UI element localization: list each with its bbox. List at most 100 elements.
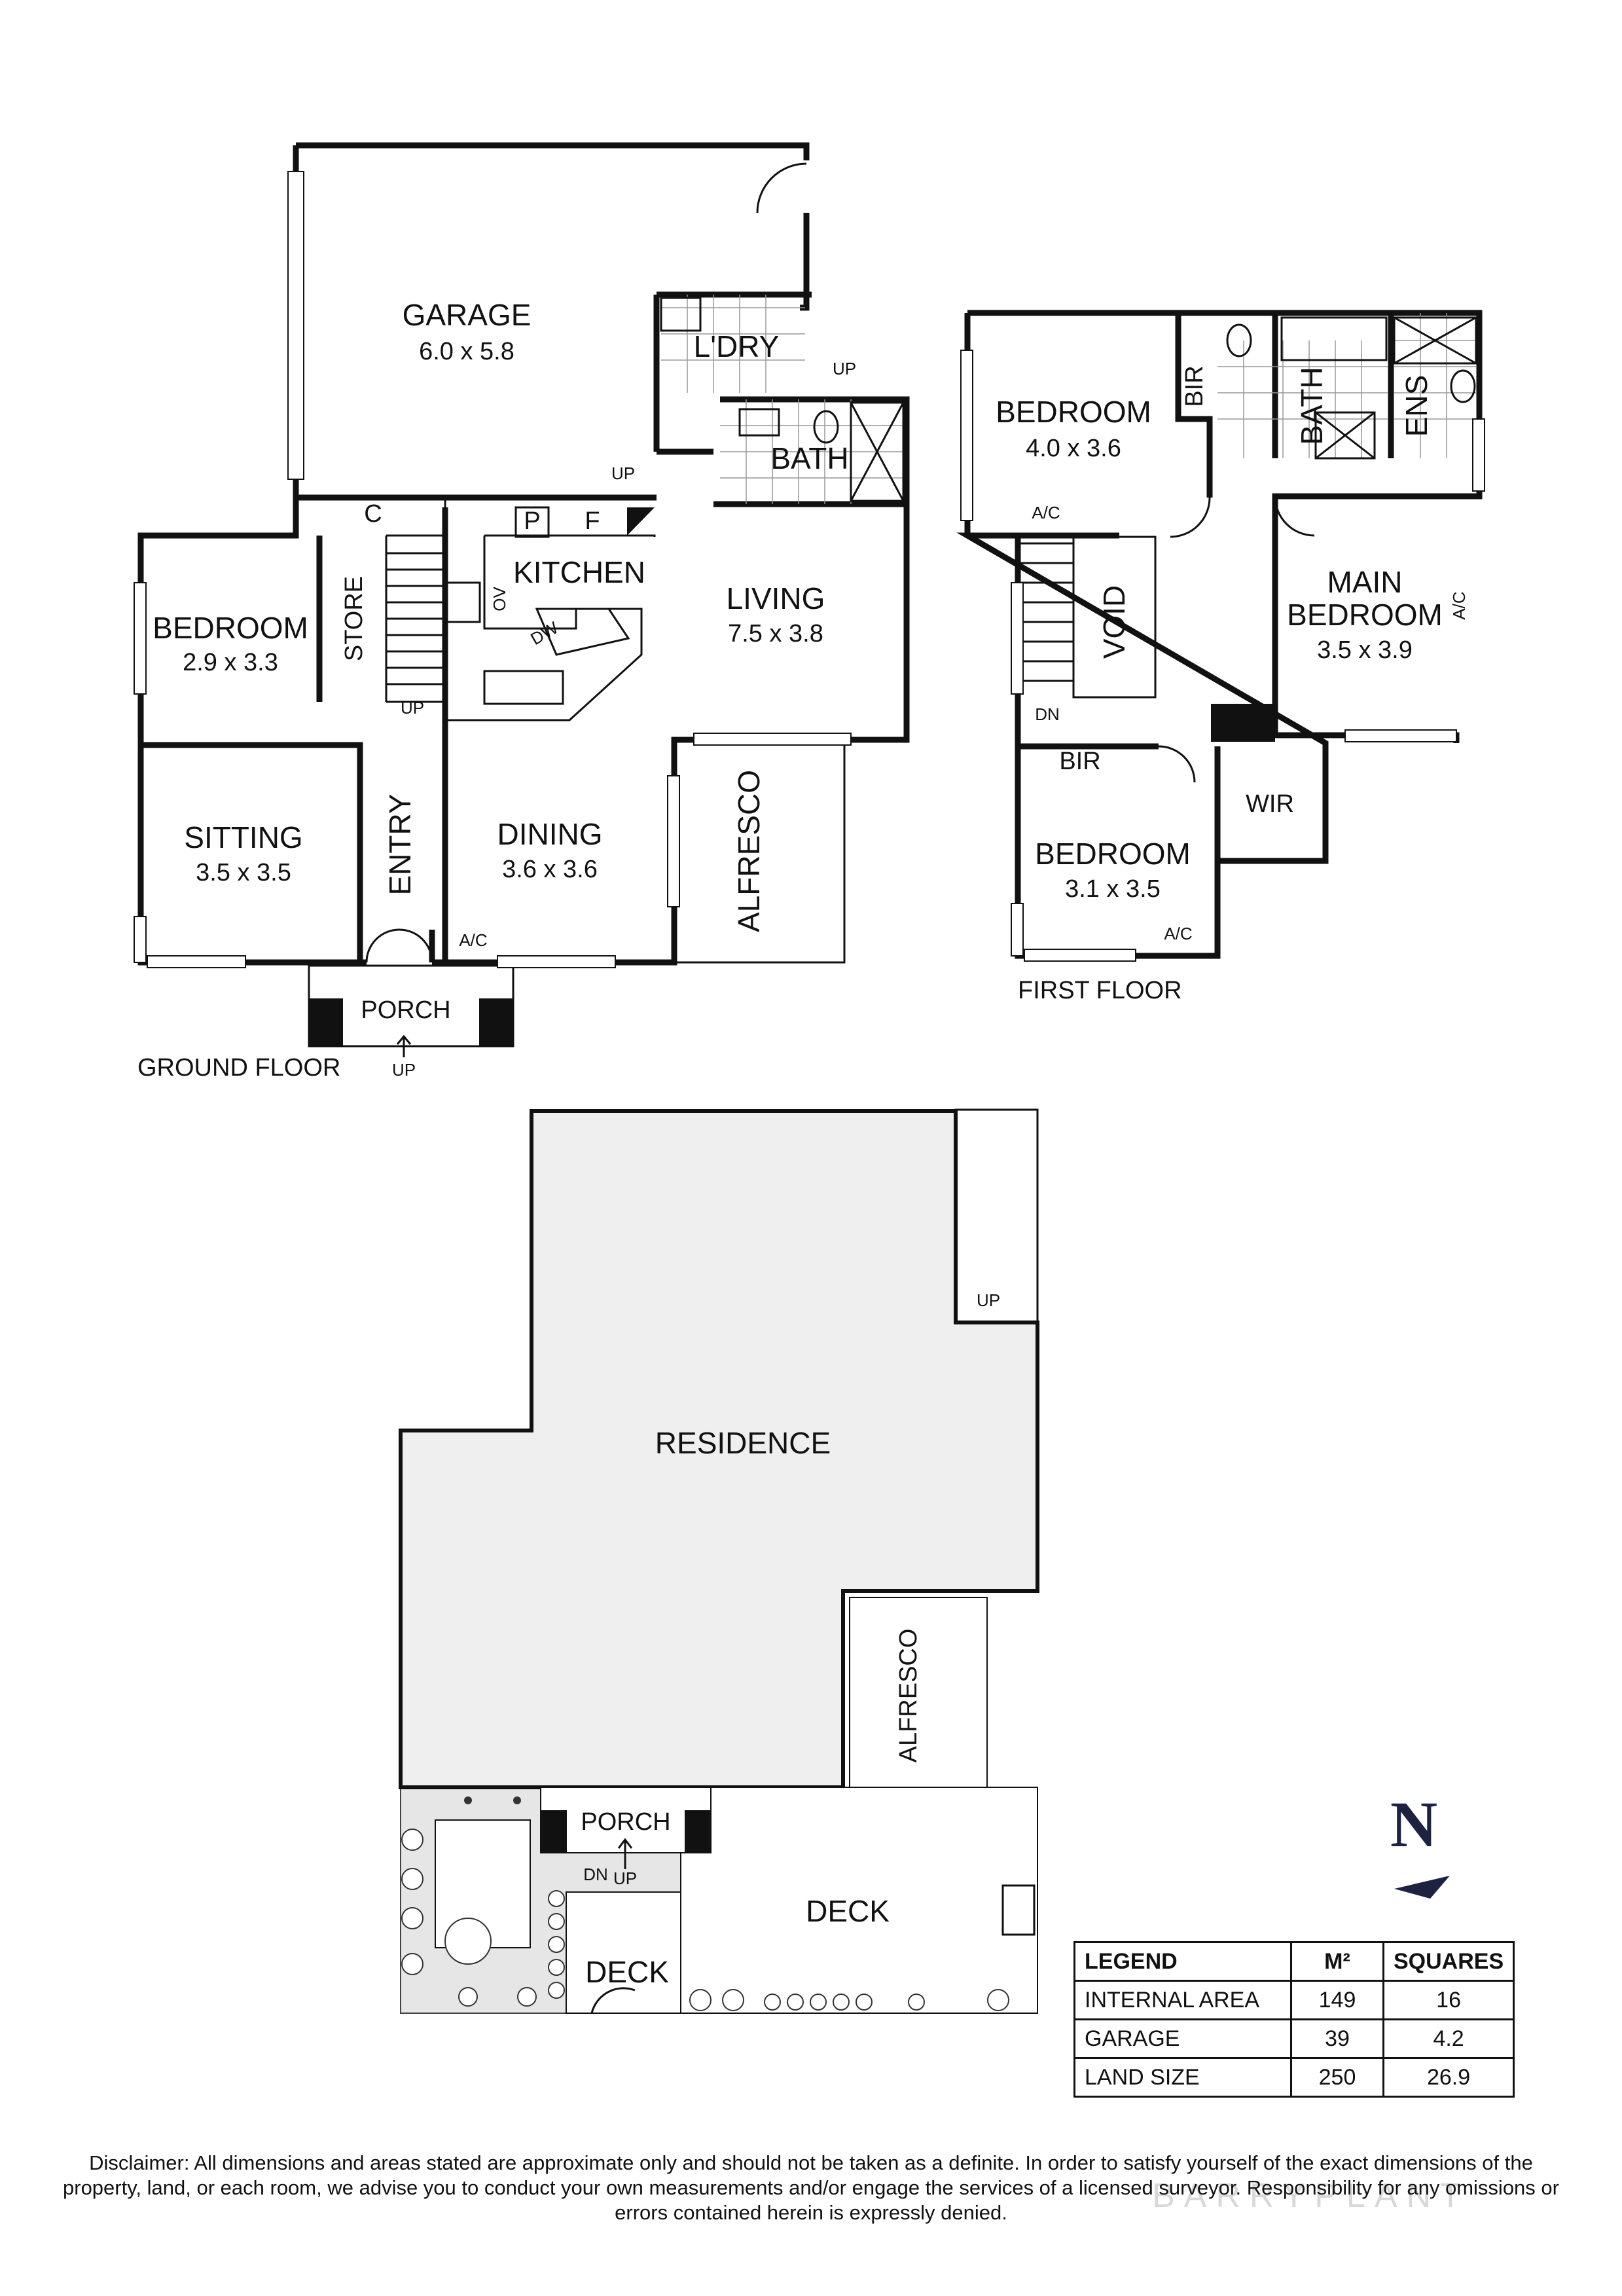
bedroom1-window: [960, 350, 973, 521]
ground-stairs: [385, 534, 445, 703]
entry-door-swing: [365, 928, 433, 963]
watermark-logo: BARRYPLANT: [1152, 2177, 1470, 2215]
bedroom2-dims: 3.1 x 3.5: [1065, 875, 1161, 903]
legend-cell: 39: [1290, 2018, 1384, 2059]
sitting-front-window: [147, 955, 246, 968]
washing-machine-box: [660, 297, 702, 332]
main-bedroom-ac-label: A/C: [1449, 591, 1469, 619]
site-porch-pillar-left: [541, 1810, 567, 1853]
bir1-label: BIR: [1181, 365, 1208, 407]
living-window: [693, 733, 852, 746]
ground-floor-caption: GROUND FLOOR: [137, 1054, 340, 1082]
legend-cell: GARAGE: [1073, 2018, 1292, 2059]
ens-toilet: [1450, 369, 1476, 403]
porch-up-arrow: [396, 1034, 412, 1057]
first-floor-column: [1211, 704, 1275, 742]
ens-label: ENS: [1399, 375, 1433, 437]
deck-small-area: [566, 1891, 681, 2014]
legend-header: LEGEND: [1073, 1941, 1292, 1982]
deck-small-label: DECK: [585, 1955, 669, 1989]
deck-main-label: DECK: [806, 1894, 890, 1928]
legend-cell: 250: [1290, 2057, 1384, 2098]
site-up-arrow: [617, 1838, 633, 1869]
dining-window: [497, 955, 616, 968]
main-bedroom-window: [1344, 729, 1457, 742]
shower: [850, 401, 905, 502]
gate-swing: [590, 1987, 636, 2014]
first-toilet: [1226, 323, 1252, 357]
store-label: STORE: [340, 576, 368, 661]
ground-porch-label: PORCH: [361, 996, 450, 1024]
oven-label: OV: [490, 587, 509, 611]
ground-alfresco-label: ALFRESCO: [732, 770, 766, 932]
laundry-tiles: [661, 295, 903, 504]
sitting-dims: 3.5 x 3.5: [196, 859, 291, 886]
bedroom2-ac-label: A/C: [1164, 924, 1192, 943]
ground-bedroom-label: BEDROOM: [153, 611, 308, 645]
residence-outline: [399, 1109, 1039, 1789]
ground-ac-label: A/C: [459, 930, 487, 950]
cupboard-label: C: [364, 500, 382, 528]
garden-shrubs: [401, 1796, 1009, 2011]
stairs-down-label: DN: [1035, 704, 1060, 724]
bedroom2-label: BEDROOM: [1035, 837, 1191, 871]
stair-window: [1011, 582, 1024, 695]
first-floor-plan: BEDROOM 4.0 x 3.6 BIR BATH ENS VOID MAIN…: [956, 310, 1485, 1004]
garage-door: [287, 171, 304, 480]
porch-up-label: UP: [392, 1060, 416, 1080]
site-alfresco: [849, 1597, 988, 1788]
garage-label: GARAGE: [403, 298, 532, 332]
fridge-label: F: [585, 507, 600, 535]
sitting-label: SITTING: [184, 820, 302, 854]
living-dims: 7.5 x 3.8: [728, 620, 823, 647]
deck-main-area: [680, 1787, 1038, 2014]
porch-pillar-right: [479, 998, 513, 1046]
north-label: N: [1390, 1788, 1437, 1861]
legend-row: LAND SIZE 250 26.9: [1073, 2057, 1515, 2098]
ens-shower-lines: [1394, 316, 1477, 365]
site-fixture: [1001, 1884, 1036, 1936]
main-bedroom-label-2: BEDROOM: [1287, 598, 1443, 632]
first-stairs: [1018, 542, 1073, 682]
pantry-label: P: [524, 507, 540, 535]
garage-up-label: UP: [611, 464, 635, 483]
first-floor-caption: FIRST FLOOR: [1018, 977, 1182, 1004]
legend-cell: INTERNAL AREA: [1073, 1980, 1292, 2020]
legend-cell: 26.9: [1382, 2057, 1515, 2098]
living-label: LIVING: [727, 581, 825, 615]
bath-shower-lines: [1315, 411, 1375, 460]
bedroom2-side-window: [1011, 903, 1024, 957]
cupboard-outline: [296, 496, 446, 536]
legend-header-row: LEGEND M² SQUARES: [1073, 1941, 1515, 1982]
ground-interior-walls: [141, 507, 448, 962]
bedroom1-ac-label: A/C: [1032, 503, 1060, 522]
legend-cell: 16: [1382, 1980, 1515, 2020]
dining-side-window: [667, 775, 680, 907]
site-dn-label: DN: [583, 1865, 608, 1884]
entry-label: ENTRY: [383, 793, 417, 895]
main-bedroom-dims: 3.5 x 3.9: [1317, 636, 1413, 664]
laundry-label: L'DRY: [694, 329, 780, 363]
first-interior-walls: [1018, 313, 1394, 861]
ground-floor-plan: GARAGE 6.0 x 5.8 L'DRY BATH KITCHEN LIVI…: [134, 142, 910, 1082]
site-porch-pillar-right: [685, 1810, 711, 1853]
first-bath-label: BATH: [1295, 367, 1329, 445]
ground-bath-label: BATH: [770, 441, 848, 475]
void-outline: [1072, 536, 1157, 699]
main-bedroom-label-1: MAIN: [1327, 565, 1403, 599]
shower-drain-lines: [850, 402, 905, 501]
site-plan: RESIDENCE ALFRESCO PORCH DECK DECK UP DN…: [399, 1108, 1450, 2014]
bedroom1-door: [1170, 497, 1211, 538]
garage-walls: [293, 142, 810, 498]
dining-label: DINING: [497, 817, 603, 851]
ens-shower: [1393, 316, 1477, 365]
wir-label: WIR: [1246, 790, 1294, 818]
sink: [483, 670, 564, 705]
legend-row: INTERNAL AREA 149 16: [1073, 1980, 1515, 2020]
legend-header-squares: SQUARES: [1382, 1941, 1515, 1982]
cooktop: [446, 581, 481, 623]
bedroom1-label: BEDROOM: [996, 395, 1151, 429]
site-porch-label: PORCH: [581, 1808, 670, 1836]
void-label: VOID: [1097, 585, 1131, 659]
